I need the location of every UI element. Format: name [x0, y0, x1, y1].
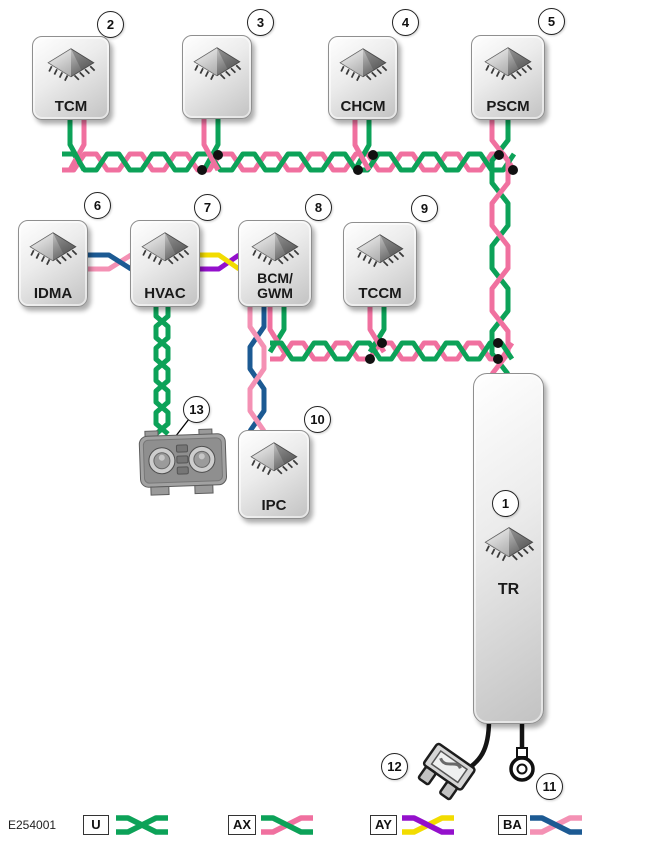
module-tcm: TCM — [32, 36, 110, 120]
callout-5: 5 — [538, 8, 565, 35]
module-tccm: TCCM — [343, 222, 417, 307]
module-pscm-label: PSCM — [486, 98, 530, 115]
twisted-pair-icon-u — [113, 812, 171, 838]
module-idma-label: IDMA — [33, 285, 73, 302]
callout-13: 13 — [183, 396, 210, 423]
module-idma: IDMA — [18, 220, 88, 307]
callout-9: 9 — [411, 195, 438, 222]
figure-code: E254001 — [8, 818, 57, 832]
module-chcm: CHCM — [328, 36, 398, 120]
module-ipc-label: IPC — [261, 497, 287, 514]
fuse-icon — [417, 742, 476, 801]
chip-icon — [193, 46, 242, 81]
chip-icon — [356, 233, 405, 268]
chip-icon — [29, 231, 78, 266]
twisted-pair-icon-ay — [399, 812, 457, 838]
legend-code-ax: AX — [228, 815, 257, 835]
climate-control-panel-icon — [138, 428, 228, 496]
callout-1: 1 — [492, 490, 519, 517]
module-tr-label: TR — [497, 581, 520, 598]
module-tr: TR — [473, 373, 544, 724]
chip-icon — [250, 441, 299, 476]
twisted-pair-icon-ax — [258, 812, 316, 838]
module-bcm-gwm-label: BCM/ GWM — [257, 270, 293, 301]
module-hvac-label: HVAC — [144, 285, 186, 302]
chip-icon — [251, 231, 300, 266]
module-3 — [182, 35, 252, 119]
module-ipc: IPC — [238, 430, 310, 519]
module-tccm-label: TCCM — [358, 285, 402, 302]
callout-10: 10 — [304, 406, 331, 433]
callout-2: 2 — [97, 11, 124, 38]
chip-icon — [484, 46, 533, 81]
twisted-pair-icon-ba — [527, 812, 585, 838]
legend-code-ba: BA — [498, 815, 527, 835]
module-tcm-label: TCM — [54, 98, 88, 115]
ring-terminal-icon — [509, 747, 535, 782]
chip-icon — [484, 526, 534, 562]
chip-icon — [47, 47, 96, 82]
chip-icon — [339, 47, 388, 82]
legend-code-u: U — [83, 815, 109, 835]
module-hvac: HVAC — [130, 220, 200, 307]
legend-code-ay: AY — [370, 815, 397, 835]
chip-icon — [141, 231, 190, 266]
module-pscm: PSCM — [471, 35, 545, 120]
callout-3: 3 — [247, 9, 274, 36]
callout-11: 11 — [536, 773, 563, 800]
callout-4: 4 — [392, 9, 419, 36]
callout-6: 6 — [84, 192, 111, 219]
callout-7: 7 — [194, 194, 221, 221]
callout-8: 8 — [305, 194, 332, 221]
module-bcm-gwm: BCM/ GWM — [238, 220, 312, 307]
callout-12: 12 — [381, 753, 408, 780]
module-chcm-label: CHCM — [340, 98, 386, 115]
